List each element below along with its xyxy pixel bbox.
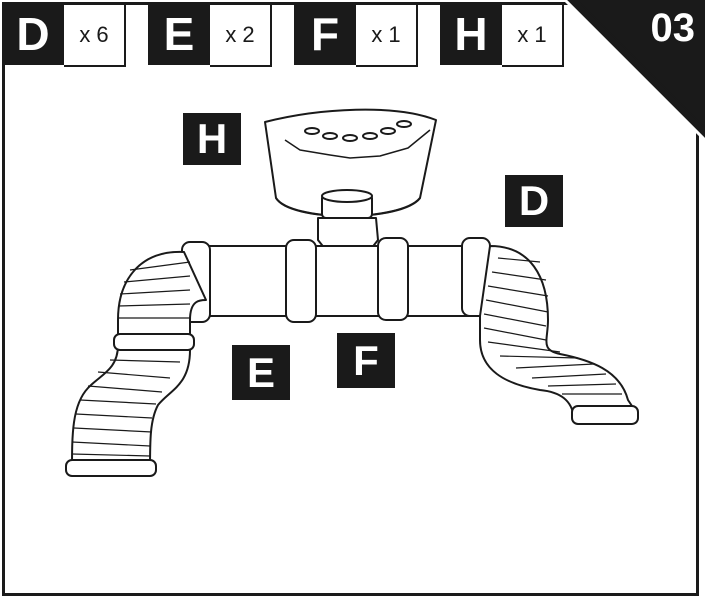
callout-e: E	[232, 345, 290, 400]
part-letter: H	[440, 2, 502, 65]
part-h: H x 1	[440, 2, 564, 67]
part-letter: F	[294, 2, 356, 65]
callout-f: F	[337, 333, 395, 388]
part-quantity: x 2	[210, 2, 272, 67]
part-quantity: x 1	[356, 2, 418, 67]
step-number: 03	[650, 6, 696, 50]
part-quantity: x 6	[64, 2, 126, 67]
step-corner-badge	[563, 0, 705, 140]
part-letter: E	[148, 2, 210, 65]
part-e: E x 2	[148, 2, 272, 67]
part-quantity: x 1	[502, 2, 564, 67]
part-letter: D	[2, 2, 64, 65]
part-f: F x 1	[294, 2, 418, 67]
part-d: D x 6	[2, 2, 126, 67]
callout-h: H	[183, 113, 241, 165]
callout-d: D	[505, 175, 563, 227]
